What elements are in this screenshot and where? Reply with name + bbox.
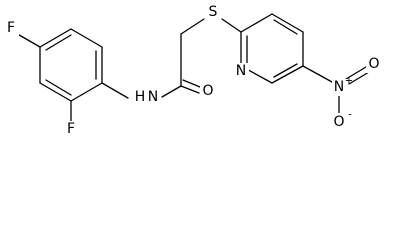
thioether-sulfur-label: S [209, 4, 218, 20]
amide-hydrogen-label: H [135, 89, 146, 105]
bond-pyridine-5 [271, 65, 304, 84]
chemical-structure-diagram: F F N H O S N N + O O - [5, 3, 383, 136]
amide-nitrogen-label: N [148, 89, 158, 105]
bond-pyridine-nitro [302, 65, 333, 83]
nitro-oxygen-single-label: O [333, 114, 344, 130]
bond-pyridine-3 [271, 13, 304, 33]
bonds [13, 13, 370, 123]
bond-benzene-1 [39, 28, 72, 48]
nitro-oxygen-double-label: O [368, 56, 379, 72]
bond-benzene-2 [70, 28, 103, 48]
fluorine-ortho-label: F [67, 121, 75, 136]
bond-benzene-5 [39, 82, 72, 102]
bond-pyridine-2 [240, 13, 273, 33]
bond-benzene-inner-3 [45, 79, 72, 96]
bond-pyridine-inner-2 [273, 19, 298, 35]
bond-nitro-o-right-1 [345, 66, 367, 80]
nitro-nitrogen-label: N [334, 79, 344, 95]
carbonyl-oxygen-label: O [202, 83, 213, 99]
bond-pyridine-inner-3 [273, 63, 298, 78]
nitro-negative-charge: - [348, 110, 352, 121]
atom-labels: F F N H O S N N + O O - [5, 3, 383, 136]
bond-nitro-o-right-2 [348, 71, 370, 85]
bond-carbonyl-o-1 [180, 85, 200, 94]
nitro-positive-charge: + [345, 76, 353, 87]
pyridine-nitrogen-label: N [236, 63, 246, 79]
bond-aryl-n [101, 82, 129, 99]
bond-carbonyl-o-2 [182, 79, 201, 88]
bond-s-pyridine [221, 18, 242, 33]
fluorine-para-label: F [7, 20, 15, 36]
bond-benzene-inner-1 [45, 34, 72, 51]
bond-n-carbonyl [161, 85, 182, 98]
bond-benzene-4 [70, 82, 103, 102]
bond-ch2-s [180, 18, 205, 35]
